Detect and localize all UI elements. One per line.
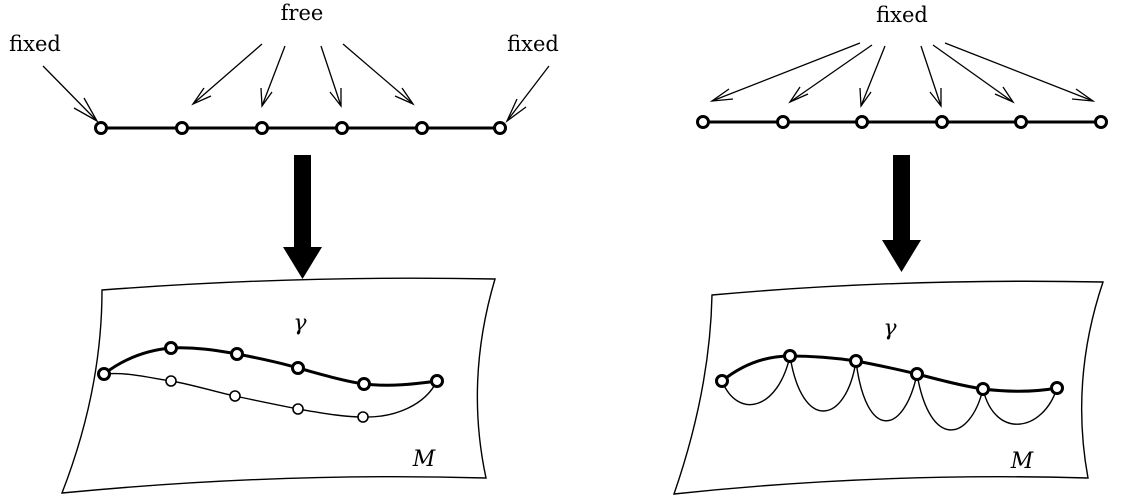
chain-node bbox=[855, 115, 869, 129]
chain-node bbox=[415, 121, 429, 135]
arrow-fixed-r4 bbox=[920, 45, 942, 108]
right-map-arrow bbox=[882, 155, 921, 272]
arrow-free-2 bbox=[260, 45, 286, 108]
left-gamma-curve bbox=[103, 346, 438, 387]
chain-node bbox=[776, 115, 790, 129]
gamma-node bbox=[849, 354, 863, 368]
chain-node bbox=[935, 115, 949, 129]
chain-node bbox=[696, 115, 710, 129]
free-curve-node bbox=[357, 411, 369, 423]
chain-node bbox=[175, 121, 189, 135]
gamma-node bbox=[97, 367, 111, 381]
arrow-free-3 bbox=[320, 45, 342, 108]
right-fixed-label: fixed bbox=[876, 3, 928, 27]
arrow-fixed-right bbox=[505, 65, 550, 124]
arrow-fixed-r3 bbox=[859, 45, 886, 108]
gamma-node bbox=[230, 347, 244, 361]
chain-node bbox=[493, 121, 507, 135]
chain-node bbox=[255, 121, 269, 135]
left-manifold-sheet bbox=[60, 277, 496, 494]
right-gamma-label: γ bbox=[883, 316, 897, 341]
left-fixed-label-right: fixed bbox=[507, 32, 559, 56]
gamma-node bbox=[1050, 381, 1064, 395]
left-chain bbox=[94, 121, 507, 135]
right-panel: fixed bbox=[672, 3, 1108, 495]
gamma-node bbox=[357, 377, 371, 391]
chain-node bbox=[335, 121, 349, 135]
left-free-label: free bbox=[281, 1, 324, 25]
right-manifold-label: M bbox=[1010, 449, 1034, 474]
chain-node bbox=[1094, 115, 1108, 129]
arrow-fixed-r6 bbox=[944, 42, 1096, 102]
left-manifold-label: M bbox=[412, 447, 436, 472]
gamma-node bbox=[430, 374, 444, 388]
left-arrows bbox=[42, 43, 550, 124]
gamma-node bbox=[976, 382, 990, 396]
arrow-fixed-left bbox=[42, 65, 99, 123]
right-arrows bbox=[709, 42, 1096, 108]
gamma-node bbox=[910, 367, 924, 381]
arrow-free-4 bbox=[342, 43, 415, 106]
right-gamma-curve bbox=[721, 354, 1058, 393]
gamma-node bbox=[164, 341, 178, 355]
arrow-free-1 bbox=[191, 43, 263, 106]
left-map-arrow bbox=[283, 155, 322, 279]
right-manifold-sheet bbox=[672, 280, 1104, 495]
right-geodesic-loops bbox=[721, 355, 1058, 431]
free-curve-node bbox=[292, 403, 304, 415]
arrow-fixed-r1 bbox=[709, 42, 861, 102]
free-curve-node bbox=[229, 390, 241, 402]
chain-node bbox=[1014, 115, 1028, 129]
free-curve-node bbox=[165, 375, 177, 387]
right-chain bbox=[696, 115, 1108, 129]
arrow-fixed-r5 bbox=[932, 44, 1015, 104]
arrow-fixed-r2 bbox=[788, 44, 873, 104]
gamma-node bbox=[715, 374, 729, 388]
gamma-node bbox=[783, 349, 797, 363]
chain-node bbox=[94, 121, 108, 135]
left-panel: free fixed fixed bbox=[9, 1, 559, 494]
gamma-node bbox=[291, 361, 305, 375]
left-fixed-label-left: fixed bbox=[9, 32, 61, 56]
left-gamma-label: γ bbox=[293, 311, 307, 336]
